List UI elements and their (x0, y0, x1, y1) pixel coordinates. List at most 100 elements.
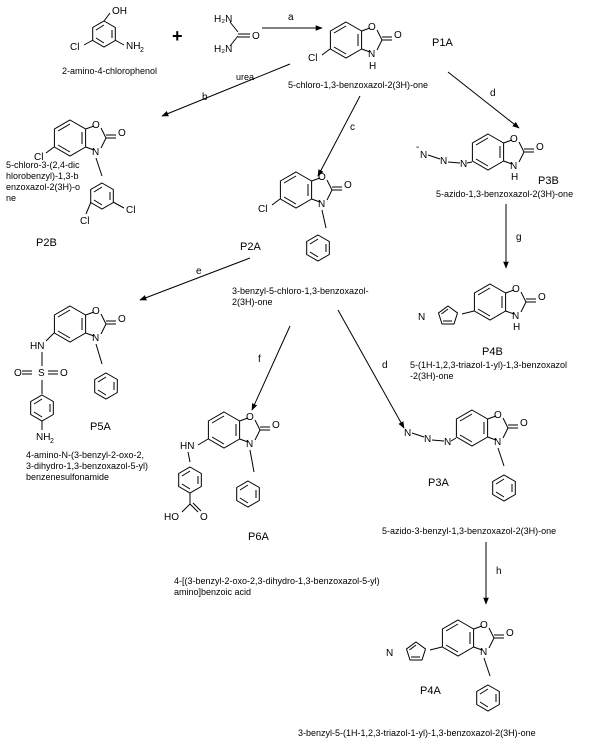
atom-o1: O (512, 284, 520, 295)
atom-n3: N (92, 147, 99, 158)
benzoxazolone-core (53, 119, 117, 157)
atom-n3: N (246, 439, 253, 450)
label-a: a (288, 12, 294, 23)
atom-h2n-top: H₂N (214, 14, 232, 25)
atom-n3: N (510, 161, 517, 172)
atom-s: S (38, 368, 45, 379)
atom-o-carbonyl: O (394, 30, 402, 41)
charge-minus: - (400, 420, 403, 431)
atom-o-s2: O (60, 368, 68, 379)
triazole-ring (438, 305, 458, 325)
atom-o1: O (246, 412, 254, 423)
arrow-d-top (447, 71, 520, 129)
atom-hn: HN (30, 341, 44, 352)
code-P4A: P4A (420, 685, 441, 697)
benzoxazolone-core (207, 411, 271, 449)
atom-o-carbonyl: O (272, 420, 280, 431)
code-P3B: P3B (538, 175, 559, 187)
atom-o-carbonyl: O (344, 180, 352, 191)
compound-P1A: O N H O Cl P1A 5-chloro-1,3-benzoxazol-2… (288, 21, 453, 90)
atom-o-carbonyl: O (538, 292, 546, 303)
atom-h: H (511, 172, 518, 183)
atom-o1: O (92, 306, 100, 317)
name-aminophenol: 2-amino-4-chlorophenol (62, 66, 157, 76)
name-P4A: 3-benzyl-5-(1H-1,2,3-triazol-1-yl)-1,3-b… (298, 728, 536, 738)
atom-cl-para: Cl (80, 216, 89, 227)
arrow-f (251, 325, 291, 411)
atom-cl: Cl (258, 204, 267, 215)
code-P3A: P3A (428, 477, 449, 489)
label-b: b (202, 92, 208, 103)
atom-n-azide3: N (444, 437, 451, 448)
name-P2B-line2: hlorobenzyl)-1,3-b (6, 171, 79, 181)
name-P6A-line2: amino]benzoic acid (174, 587, 251, 597)
phenyl-ring (92, 20, 116, 48)
atom-o1: O (92, 120, 100, 131)
compound-P3B: O N H O - N N N P3B 5-azido-1,3-benzoxaz… (416, 133, 573, 199)
atom-o-carbonyl: O (536, 142, 544, 153)
atom-n-triazole: N (386, 648, 393, 659)
triazole-ring (406, 641, 426, 661)
atom-n-triazole: N (418, 312, 425, 323)
benzyl-ring (492, 474, 516, 502)
name-urea: urea (236, 72, 254, 82)
benzoxazolone-core (471, 133, 535, 171)
charge-minus: - (416, 142, 419, 153)
benzyl-ring (236, 480, 260, 508)
benzoxazolone-core (455, 409, 519, 447)
compound-P2B: O N O Cl Cl Cl 5-chloro-3-(2,4-dic hloro… (6, 119, 135, 249)
benzoxazolone-core (279, 171, 343, 209)
atom-o1: O (318, 172, 326, 183)
benzoxazolone-core (441, 619, 505, 657)
atom-o1: O (480, 620, 488, 631)
atom-n3: N (480, 647, 487, 658)
atom-n-azide3: N (460, 159, 467, 170)
label-g: g (516, 232, 522, 243)
compound-P2A: O N O Cl P2A 3-benzyl-5-chloro-1,3-benzo… (232, 171, 369, 307)
compound-urea: H₂N H₂N O urea (214, 14, 260, 82)
code-P1A: P1A (432, 37, 453, 49)
atom-n-azide2: N (440, 156, 447, 167)
atom-n-azide2: N (424, 434, 431, 445)
name-P5A-line3: benzenesulfonamide (26, 472, 109, 482)
atom-o-acid: O (200, 512, 208, 523)
name-P5A-line2: 3-dihydro-1,3-benzoxazol-5-yl) (26, 461, 148, 471)
subscript-2: 2 (140, 47, 144, 54)
atom-nh2: NH (36, 432, 50, 443)
atom-n3: N (512, 311, 519, 322)
label-h: h (496, 566, 502, 577)
atom-hn: HN (180, 441, 194, 452)
compound-P6A: O N O HN HO O P6A 4-[(3-benzyl-2-oxo-2,3… (164, 411, 380, 597)
atom-cl: Cl (308, 53, 317, 64)
compound-aminophenol: OH NH 2 Cl 2-amino-4-chlorophenol (62, 6, 157, 76)
benzyl-ring (94, 372, 118, 400)
label-c: c (350, 122, 355, 133)
name-P4B-line2: -2(3H)-one (410, 371, 454, 381)
atom-o-carbonyl: O (506, 628, 514, 639)
compound-P4B: O N H O N P4B 5-(1H-1,2,3-triazol-1-yl)-… (410, 283, 567, 381)
name-P2B-line4: ne (6, 193, 16, 203)
compound-P5A: O N O HN S O O NH 2 P5A 4-amino-N-(3-ben… (14, 305, 148, 482)
atom-o-carbonyl: O (520, 418, 528, 429)
atom-cl: Cl (70, 42, 79, 53)
aniline-ring (30, 394, 54, 422)
benzoic-ring (178, 466, 202, 494)
atom-o-s1: O (14, 368, 22, 379)
atom-h2n-bottom: H₂N (214, 44, 232, 55)
code-P2B: P2B (36, 237, 57, 249)
name-P2B-line3: enzoxazol-2(3H)-o (6, 182, 80, 192)
arrow-c (317, 95, 361, 177)
name-P2A-line2: 2(3H)-one (232, 297, 273, 307)
name-P5A-line1: 4-amino-N-(3-benzyl-2-oxo-2, (26, 450, 144, 460)
atom-o1: O (494, 410, 502, 421)
arrow-e (139, 257, 251, 301)
label-d-top: d (490, 88, 496, 99)
label-d-bottom: d (382, 360, 388, 371)
atom-n3: N (92, 333, 99, 344)
atom-o1: O (368, 22, 376, 33)
code-P6A: P6A (248, 531, 269, 543)
label-e: e (196, 266, 202, 277)
atom-ho: HO (164, 512, 179, 523)
atom-o1: O (510, 134, 518, 145)
